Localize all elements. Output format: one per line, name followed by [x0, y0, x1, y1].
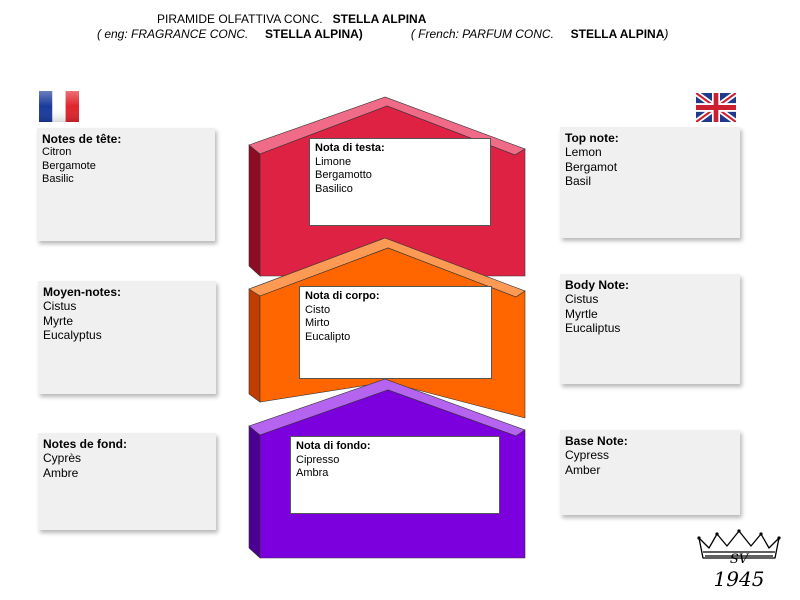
- flag-united-kingdom-icon: [696, 93, 736, 122]
- title-product-name: STELLA ALPINA: [332, 12, 427, 26]
- italian-body-heading: Nota di corpo:: [305, 290, 380, 302]
- french-top-item: Bergamote: [42, 159, 96, 172]
- english-base-item: Amber: [565, 462, 601, 477]
- italian-top-notes-box: Nota di testa: Limone Bergamotto Basilic…: [309, 138, 491, 226]
- top-block-side: [248, 144, 261, 277]
- middle-block-side: [248, 288, 261, 403]
- english-body-notes-panel: Body Note: Cistus Myrtle Eucaliptus: [560, 274, 740, 384]
- english-body-item: Eucaliptus: [565, 321, 621, 335]
- subtitle-eng-prefix: ( eng: FRAGRANCE CONC.: [97, 27, 249, 41]
- english-top-item: Bergamot: [565, 159, 618, 174]
- english-top-item: Lemon: [565, 145, 602, 159]
- english-base-item: Cypress: [565, 448, 610, 462]
- logo-monogram: SV: [730, 552, 750, 567]
- crown-icon: [698, 530, 780, 559]
- italian-body-item: Cisto: [305, 303, 331, 316]
- english-base-notes-panel: Base Note: Cypress Amber: [560, 430, 740, 515]
- french-base-notes-panel: Notes de fond: Cyprès Ambre: [38, 433, 216, 530]
- english-top-heading: Top note:: [565, 131, 619, 145]
- french-middle-notes-panel: Moyen-notes: Cistus Myrte Eucalyptus: [38, 281, 216, 394]
- page-title: PIRAMIDE OLFATTIVA CONC. STELLA ALPINA: [157, 12, 426, 26]
- flag-france-icon: [39, 91, 79, 122]
- english-body-item: Cistus: [565, 292, 599, 306]
- french-middle-item: Cistus: [43, 299, 77, 313]
- base-block-side: [248, 425, 261, 559]
- italian-base-item: Cipresso: [296, 453, 340, 466]
- french-top-heading: Notes de tête:: [42, 132, 122, 146]
- english-base-heading: Base Note:: [565, 434, 628, 448]
- italian-top-item: Bergamotto: [315, 169, 372, 181]
- italian-body-item: Mirto: [305, 317, 330, 329]
- italian-base-item: Ambra: [296, 467, 329, 479]
- crown-logo: SV 1945: [697, 529, 781, 591]
- french-middle-item: Myrte: [43, 313, 73, 328]
- italian-body-notes-box: Nota di corpo: Cisto Mirto Eucalipto: [299, 286, 492, 379]
- italian-top-item: Limone: [315, 155, 352, 168]
- subtitle-fr-prefix: ( French: PARFUM CONC.: [410, 27, 554, 41]
- italian-base-notes-box: Nota di fondo: Cipresso Ambra: [290, 436, 500, 514]
- french-top-item: Basilic: [42, 173, 74, 185]
- english-top-notes-panel: Top note: Lemon Bergamot Basil: [560, 127, 740, 238]
- french-base-item: Ambre: [43, 465, 79, 480]
- french-top-notes-panel: Notes de tête: Citron Bergamote Basilic: [37, 128, 215, 241]
- french-middle-item: Eucalyptus: [43, 328, 102, 342]
- italian-top-heading: Nota di testa:: [315, 142, 385, 154]
- english-body-item: Myrtle: [565, 306, 598, 321]
- subtitle-fr-close: ): [664, 27, 669, 41]
- page-subtitle: ( eng: FRAGRANCE CONC. STELLA ALPINA) ( F…: [97, 27, 668, 41]
- italian-base-heading: Nota di fondo:: [296, 440, 371, 452]
- logo-year: 1945: [714, 567, 765, 591]
- italian-body-item: Eucalipto: [305, 330, 351, 343]
- subtitle-eng-name: STELLA ALPINA): [265, 27, 363, 41]
- french-base-item: Cyprès: [43, 451, 82, 465]
- french-top-item: Citron: [42, 146, 72, 158]
- english-top-item: Basil: [565, 174, 592, 188]
- italian-top-item: Basilico: [315, 182, 353, 195]
- subtitle-fr-name: STELLA ALPINA: [570, 27, 665, 41]
- english-body-heading: Body Note:: [565, 278, 629, 292]
- title-prefix: PIRAMIDE OLFATTIVA CONC.: [157, 12, 323, 26]
- french-middle-heading: Moyen-notes:: [43, 285, 121, 299]
- french-base-heading: Notes de fond:: [43, 437, 127, 451]
